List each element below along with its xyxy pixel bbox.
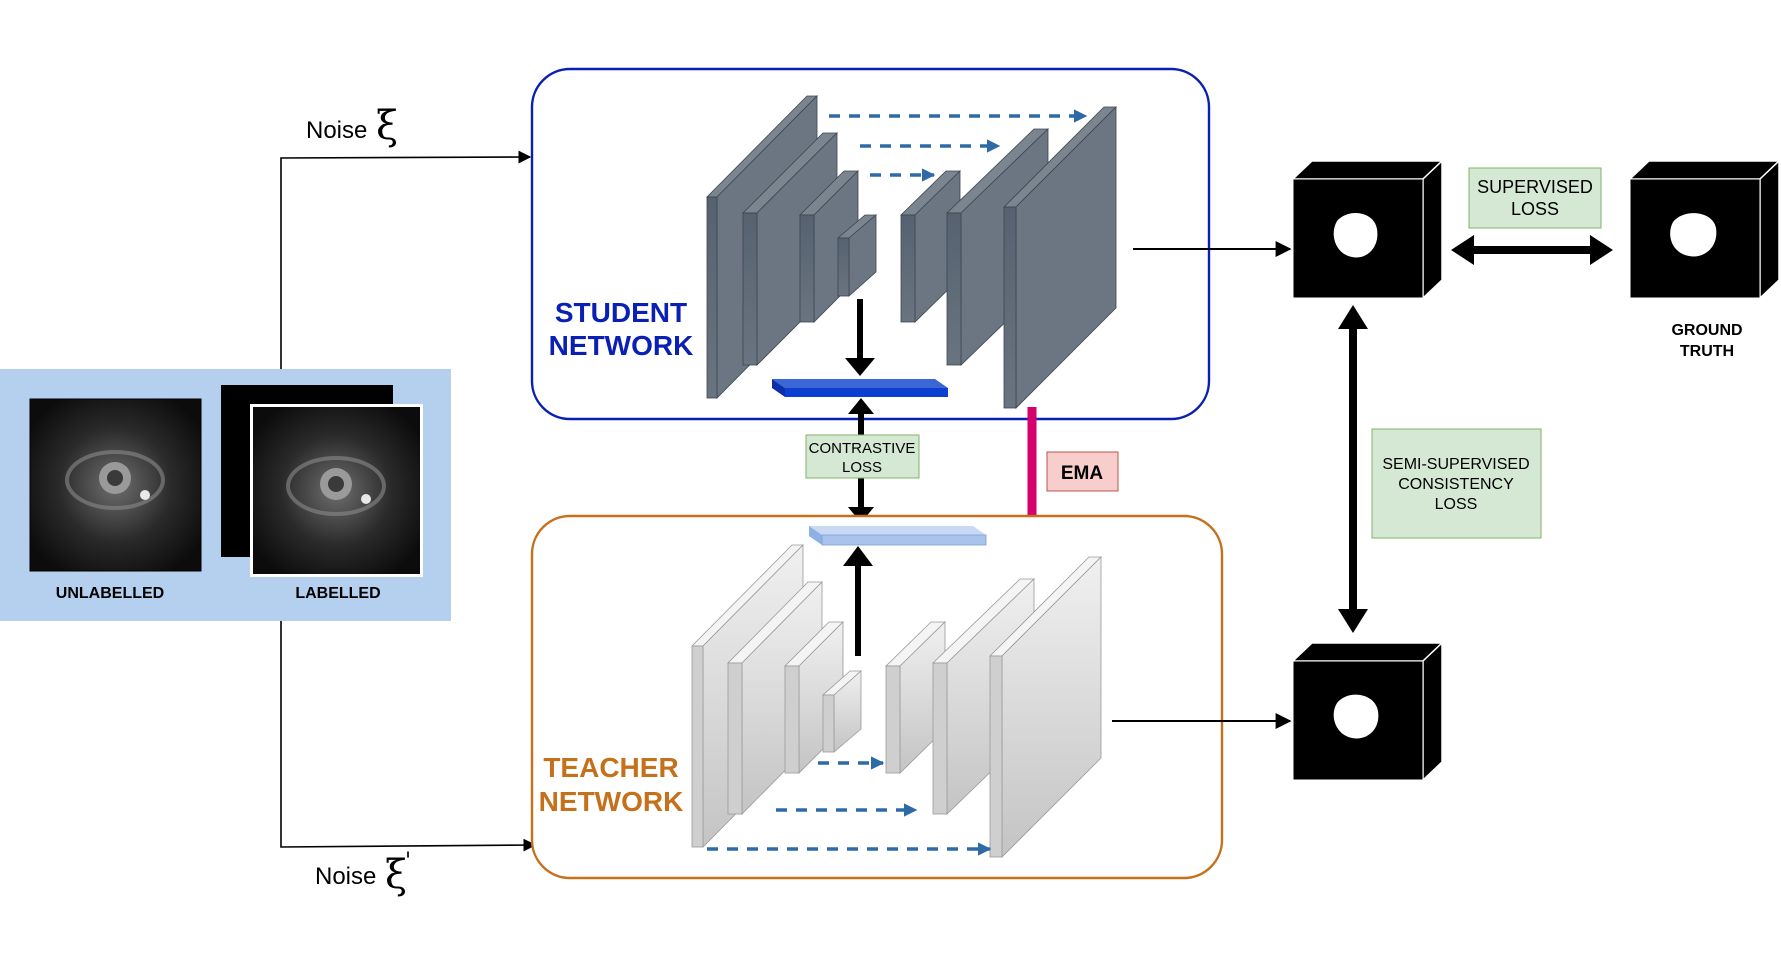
consistency-loss-arrow[interactable]: [1338, 305, 1368, 633]
student-encoder-layers: [706, 95, 878, 399]
student-output-cube: [1291, 159, 1444, 300]
unlabelled-image: [29, 398, 202, 572]
teacher-decoder-layers: [885, 556, 1102, 858]
noise-bottom-word: Noise: [315, 863, 376, 890]
noise-top-symbol: ξ: [376, 103, 398, 149]
noise-bottom-symbol: ξ: [385, 852, 407, 898]
ema-box: [1046, 451, 1119, 492]
consistency-loss-label-2: CONSISTENCY: [1398, 476, 1514, 493]
student-to-projection-arrow: [845, 299, 875, 376]
student-label-line2: NETWORK: [549, 330, 694, 361]
teacher-projection-bar: [809, 526, 987, 546]
unlabelled-label: UNLABELLED: [56, 585, 164, 602]
consistency-loss-box: [1371, 428, 1542, 539]
teacher-label-line1: TEACHER: [543, 752, 678, 783]
student-projection-bar: [772, 379, 948, 397]
ground-truth-label-1: GROUND: [1671, 322, 1742, 339]
teacher-label-line2: NETWORK: [539, 786, 684, 817]
teacher-network-box: [530, 514, 1224, 880]
ground-truth-label-2: TRUTH: [1680, 343, 1734, 360]
noise-top-connector: [280, 150, 532, 369]
student-decoder-layers: [900, 106, 1117, 409]
teacher-encoder-layers: [691, 544, 863, 848]
supervised-loss-label-2: LOSS: [1511, 199, 1559, 219]
supervised-loss-label-1: SUPERVISED: [1477, 177, 1593, 197]
supervised-loss-arrow[interactable]: [1451, 235, 1613, 265]
noise-bottom-prime: ': [405, 849, 411, 874]
noise-top-word: Noise: [306, 117, 367, 144]
teacher-to-projection-arrow: [843, 546, 873, 656]
labelled-label: LABELLED: [295, 585, 380, 602]
noise-bottom-connector: [280, 621, 537, 852]
supervised-loss-box: [1468, 167, 1602, 229]
consistency-loss-label-3: LOSS: [1435, 496, 1478, 513]
labelled-image: [250, 404, 423, 577]
consistency-loss-label-1: SEMI-SUPERVISED: [1382, 456, 1529, 473]
contrastive-loss-label-1: CONTRASTIVE: [809, 440, 916, 457]
contrastive-loss-box: [805, 434, 920, 479]
student-skip-connections: [829, 109, 1088, 182]
teacher-skip-connections: [707, 756, 992, 856]
ground-truth-cube: [1628, 159, 1781, 300]
ema-label: EMA: [1061, 463, 1104, 484]
teacher-output-cube: [1291, 641, 1444, 782]
contrastive-loss-label-2: LOSS: [842, 459, 882, 476]
student-label-line1: STUDENT: [555, 297, 687, 328]
